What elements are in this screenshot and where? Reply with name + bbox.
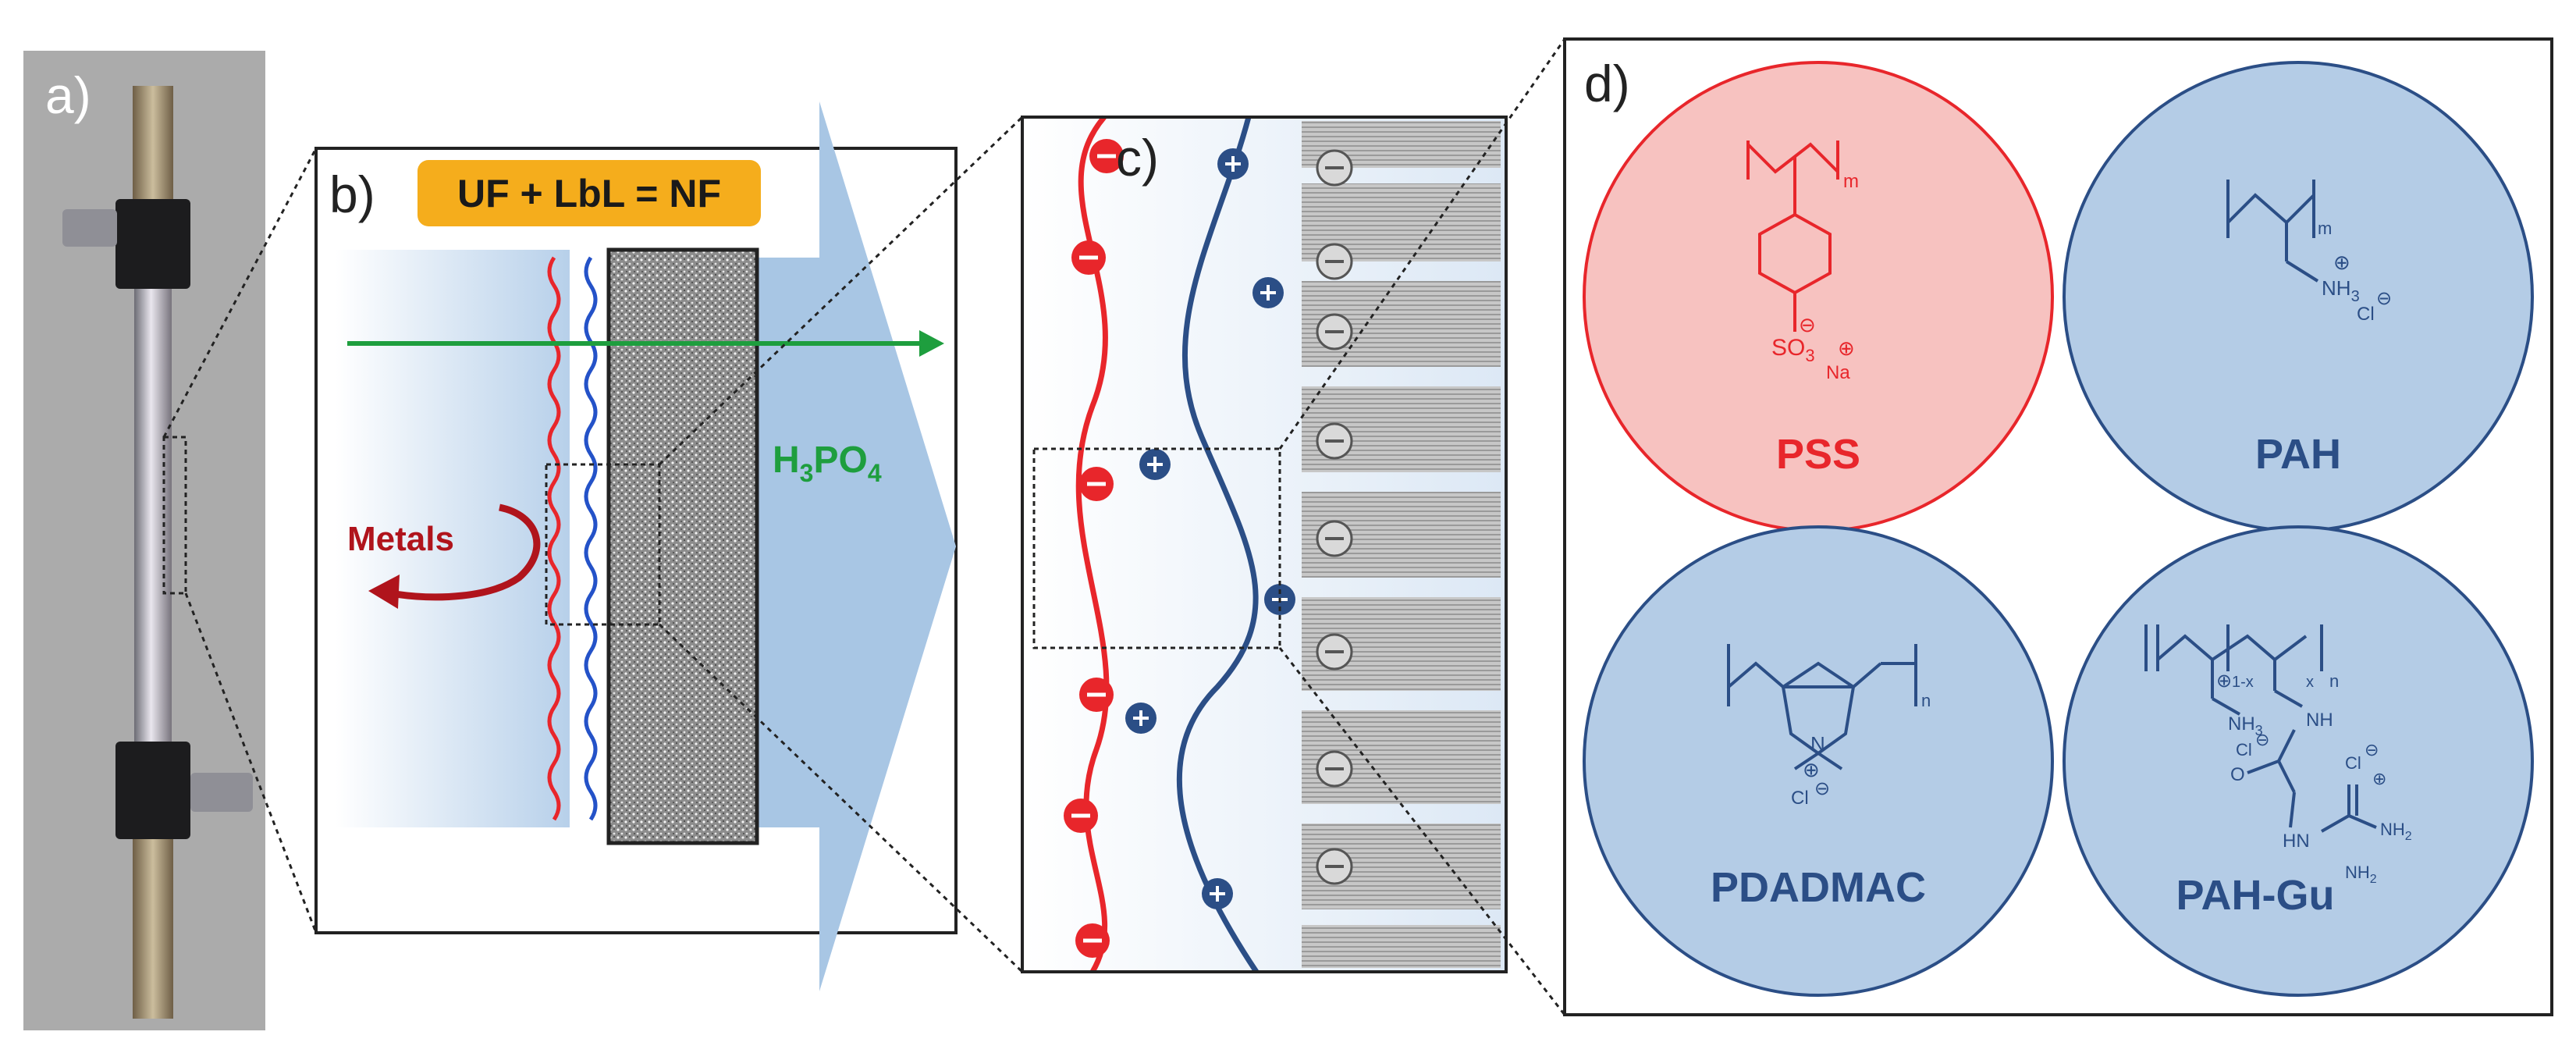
pah-gu-cl-minus: ⊖ <box>2365 740 2379 760</box>
bottom-port <box>190 773 253 812</box>
acid-flow-arrowhead <box>919 330 944 357</box>
top-tee <box>115 199 190 289</box>
red-polyelectrolyte-wave <box>547 256 561 821</box>
zoom-box-a <box>162 436 187 595</box>
panel-a-label: a) <box>45 66 91 124</box>
pah-gu-sub-n: n <box>2329 671 2339 691</box>
pdadmac-plus: ⊕ <box>1803 758 1820 781</box>
panel-c: c) <box>1021 115 1508 973</box>
positive-charge-signs <box>1133 156 1288 902</box>
pah-gu-sub-b: x <box>2306 674 2314 691</box>
metals-rejection-arrow <box>389 503 541 601</box>
pah-gu-card: 1-x x n ⊕ NH3 Cl ⊖ NH O HN Cl ⊖ ⊕ NH2 NH… <box>2063 525 2534 997</box>
panel-a: a) <box>23 51 265 1030</box>
panel-c-frame <box>1021 116 1508 973</box>
panel-b-label: b) <box>329 165 375 223</box>
pdadmac-counter-ion: Cl <box>1791 788 1809 809</box>
pdadmac-card: n N ⊕ Cl ⊖ PDADMAC <box>1583 525 2054 997</box>
panel-d-label: d) <box>1584 55 1630 112</box>
pah-gu-ammonium: NH3 <box>2228 713 2263 738</box>
pah-structure <box>2226 180 2319 283</box>
pah-gu-structure <box>2144 624 2377 833</box>
pss-card: m SO3 ⊖ Na ⊕ PSS <box>1583 61 2054 532</box>
pah-group: NH3 <box>2322 276 2360 305</box>
pah-gu-circle <box>2063 525 2534 997</box>
zoom-box-c <box>1032 447 1281 649</box>
pah-gu-amide: NH <box>2306 710 2333 731</box>
bottom-tee <box>115 742 190 839</box>
pss-repeat-m: m <box>1843 171 1859 192</box>
pah-gu-minus: ⊖ <box>2255 730 2269 749</box>
pah-gu-cl: Cl <box>2345 753 2361 773</box>
pah-counter-ion: Cl <box>2357 304 2375 325</box>
bottom-cap <box>133 839 173 1019</box>
pah-plus: ⊕ <box>2333 251 2350 274</box>
blue-chain-c <box>1176 116 1259 973</box>
negative-charge-signs <box>1071 154 1116 943</box>
pss-structure <box>1746 141 1839 332</box>
pah-gu-nh2-top: NH2 <box>2380 820 2412 843</box>
panel-c-label: c) <box>1116 129 1159 187</box>
pah-gu-guanidine-nh: HN <box>2283 831 2310 852</box>
pdadmac-structure <box>1727 644 1917 770</box>
pah-gu-counter-ion: Cl <box>2236 740 2252 760</box>
panel-b: UF + LbL = NF b) H3PO4 Metals <box>314 101 958 991</box>
support-minus-signs <box>1325 166 1344 868</box>
pdadmac-minus: ⊖ <box>1814 778 1830 799</box>
support-layer <box>606 247 759 845</box>
pdadmac-circle <box>1583 525 2054 997</box>
blue-polyelectrolyte-wave <box>584 256 598 821</box>
pah-gu-name: PAH-Gu <box>2176 872 2335 919</box>
pah-gu-nh2-bottom: NH2 <box>2345 863 2377 886</box>
pah-gu-gu-plus: ⊕ <box>2372 769 2386 788</box>
pah-card: m ⊕ NH3 Cl ⊖ PAH <box>2063 61 2534 532</box>
pss-name: PSS <box>1776 431 1860 478</box>
pah-repeat-m: m <box>2318 219 2332 238</box>
pss-minus: ⊖ <box>1799 313 1816 336</box>
pdadmac-repeat-n: n <box>1921 691 1931 710</box>
feed-gradient <box>336 250 570 827</box>
top-cap <box>133 86 173 211</box>
pah-gu-sub-a: 1-x <box>2232 674 2254 691</box>
pss-counter-ion: Na <box>1826 362 1850 383</box>
metals-label: Metals <box>347 520 454 558</box>
pah-gu-plus: ⊕ <box>2216 671 2232 692</box>
pdadmac-group: N <box>1810 732 1825 756</box>
zoom-lines-a-b <box>162 148 318 934</box>
equation-badge <box>417 160 761 226</box>
metals-arrowhead <box>368 575 400 609</box>
panel-d: d) m SO3 ⊖ Na ⊕ PSS <box>1563 37 2553 1016</box>
pss-plus: ⊕ <box>1838 336 1855 360</box>
pah-minus: ⊖ <box>2376 288 2392 309</box>
pdadmac-name: PDADMAC <box>1711 864 1926 911</box>
zoom-lines-c-d <box>1278 38 1566 1016</box>
pah-gu-carbonyl: O <box>2230 764 2245 785</box>
acid-label: H3PO4 <box>773 439 882 487</box>
zoom-box-b <box>545 463 661 626</box>
top-port <box>62 209 117 247</box>
pah-name: PAH <box>2255 431 2341 478</box>
equation-text: UF + LbL = NF <box>457 172 721 215</box>
pss-group: SO3 <box>1771 335 1815 365</box>
